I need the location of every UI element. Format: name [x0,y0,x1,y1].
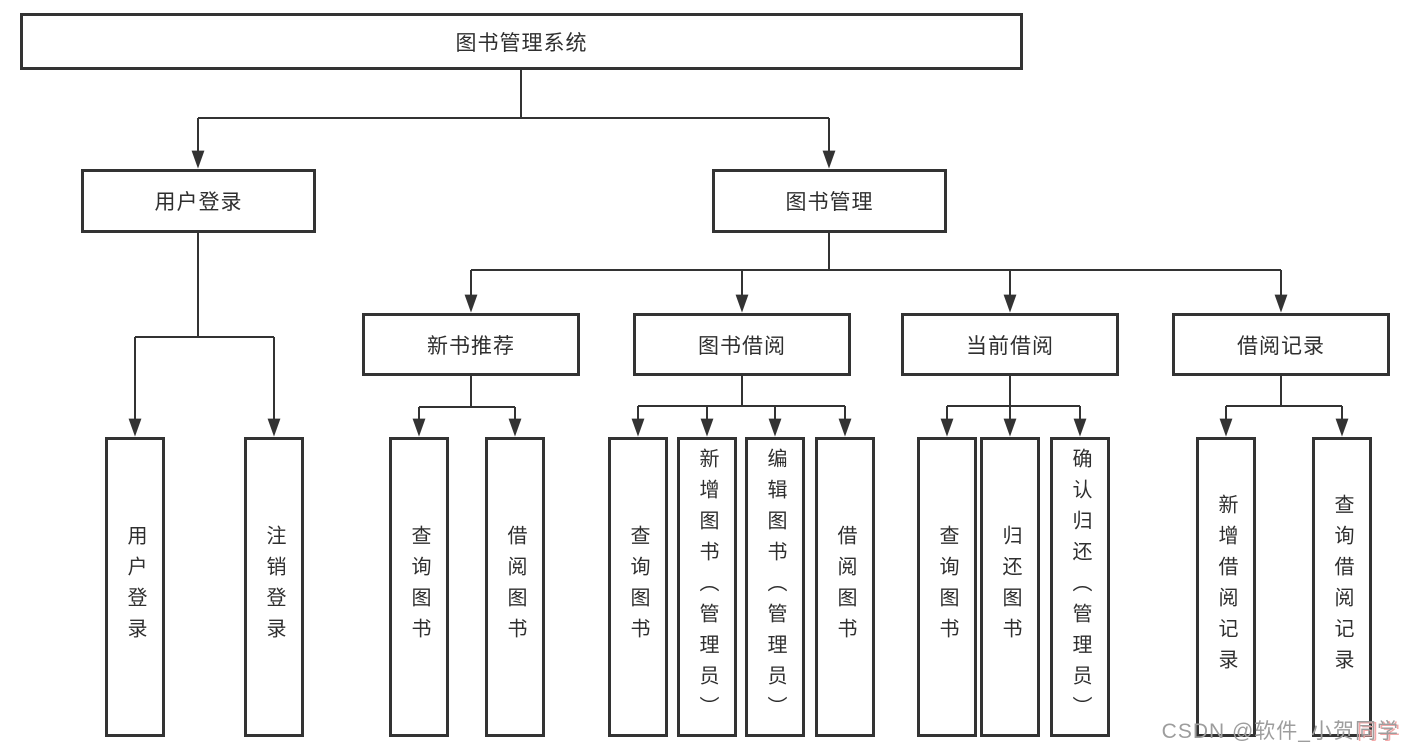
leaf-return-book: 归还图书 [980,437,1040,737]
watermark-text-accent: 同学 [1355,720,1399,743]
leaf-user-login: 用户登录 [105,437,165,737]
leaf-borrow-book-recommend: 借阅图书 [485,437,545,737]
node-book-borrowing: 图书借阅 [633,313,851,376]
leaf-confirm-return-admin: 确认归还（管理员） [1050,437,1110,737]
leaf-add-borrow-record: 新增借阅记录 [1196,437,1256,737]
node-new-book-recommend: 新书推荐 [362,313,580,376]
leaf-add-book-admin: 新增图书（管理员） [677,437,737,737]
leaf-logout: 注销登录 [244,437,304,737]
leaf-query-book-recommend: 查询图书 [389,437,449,737]
leaf-query-book-current: 查询图书 [917,437,977,737]
leaf-borrow-book-borrowing: 借阅图书 [815,437,875,737]
leaf-query-book-borrowing: 查询图书 [608,437,668,737]
leaf-edit-book-admin: 编辑图书（管理员） [745,437,805,737]
node-current-borrowing: 当前借阅 [901,313,1119,376]
node-user-login: 用户登录 [81,169,316,233]
node-book-management: 图书管理 [712,169,947,233]
node-borrow-records: 借阅记录 [1172,313,1390,376]
node-library-system: 图书管理系统 [20,13,1023,70]
watermark: CSDN @软件_小贺同学 [1162,715,1399,745]
leaf-query-borrow-record: 查询借阅记录 [1312,437,1372,737]
watermark-text: CSDN @软件_小贺 [1161,720,1355,743]
